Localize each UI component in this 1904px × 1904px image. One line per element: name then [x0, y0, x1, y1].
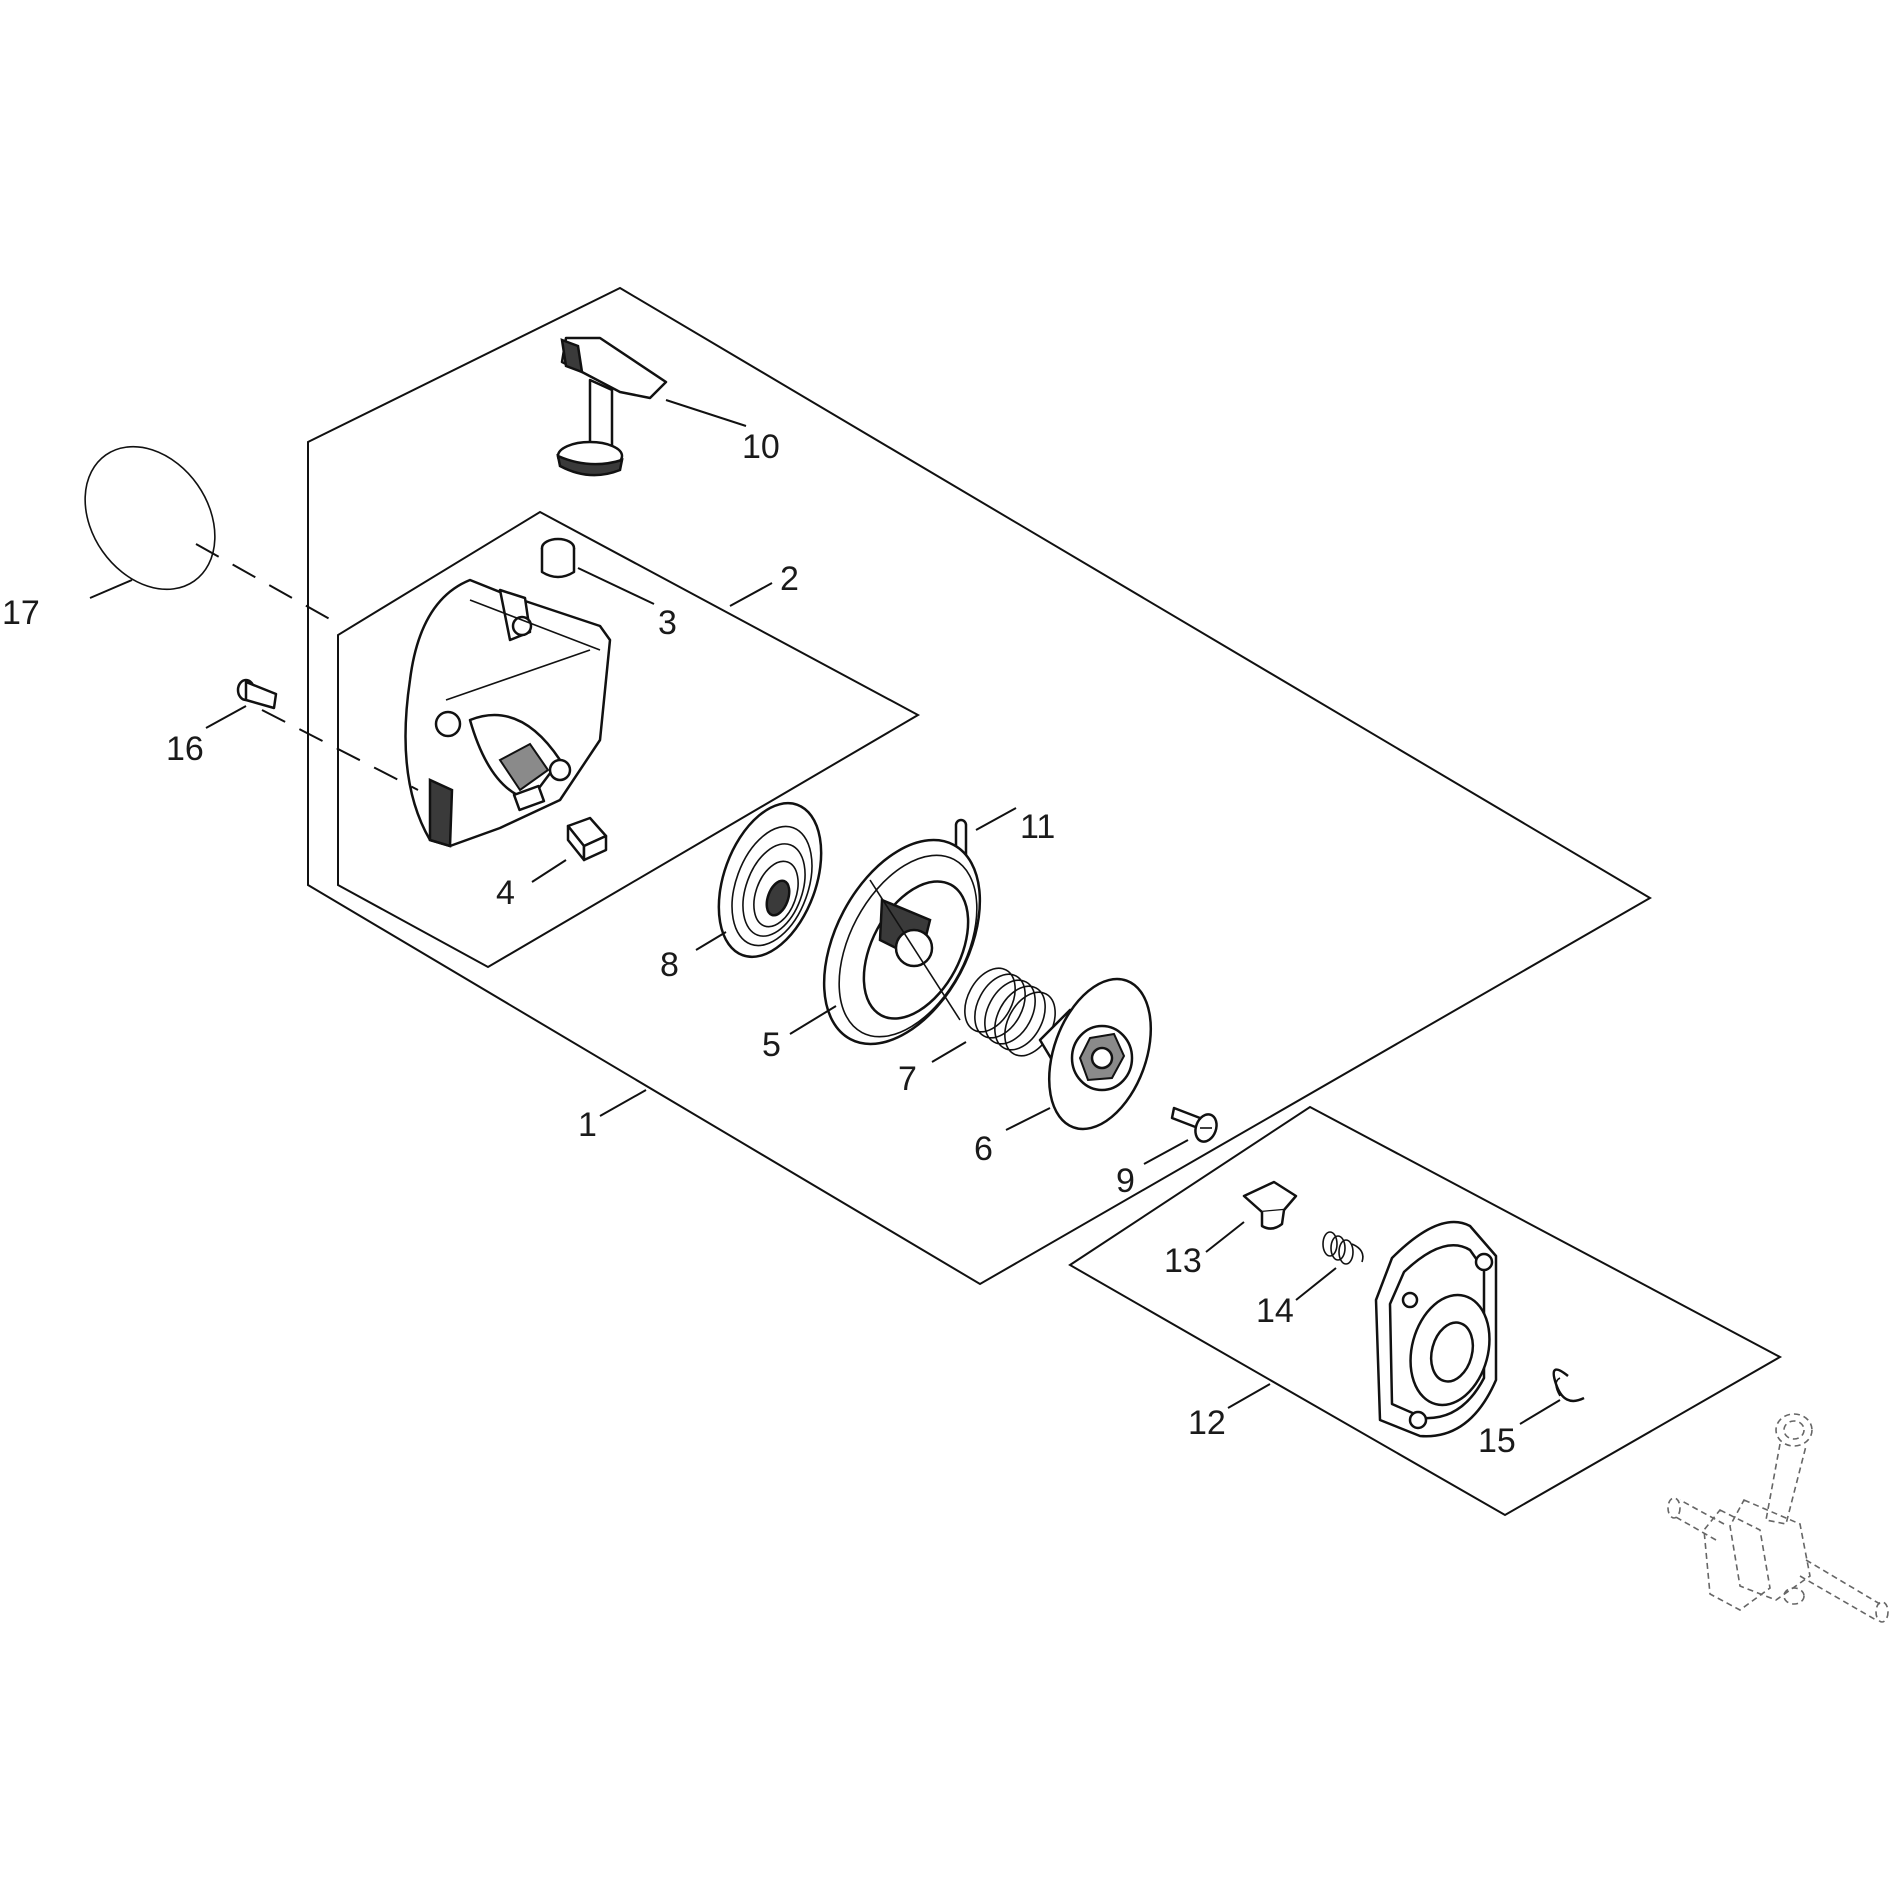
pawl-plate-icon	[1038, 977, 1153, 1131]
recoil-spring-icon	[717, 801, 823, 959]
gasket-ring-icon	[84, 445, 216, 591]
assembly-1-frame	[307, 286, 1652, 1286]
callout-9: 9	[1116, 1162, 1135, 1200]
pulley-icon	[1374, 1220, 1498, 1438]
callout-6: 6	[974, 1130, 993, 1168]
callout-8: 8	[660, 946, 679, 984]
pawl-spring-icon	[1322, 1231, 1364, 1265]
callout-1: 1	[578, 1106, 597, 1144]
e-ring-icon	[1552, 1368, 1585, 1403]
screw-icon	[1170, 1106, 1218, 1143]
callout-17: 17	[2, 594, 40, 632]
starter-case-icon	[404, 578, 612, 848]
rope-reel-icon	[822, 838, 982, 1046]
bushing-icon	[540, 537, 576, 579]
callout-3: 3	[658, 604, 677, 642]
callout-15: 15	[1478, 1422, 1516, 1460]
callout-16: 16	[166, 730, 204, 768]
starter-handle-icon	[556, 336, 668, 477]
callout-10: 10	[742, 428, 780, 466]
callout-5: 5	[762, 1026, 781, 1064]
crankshaft-ghost-icon	[1667, 1413, 1889, 1623]
callout-14: 14	[1256, 1292, 1294, 1330]
assembly-2-frame	[337, 510, 921, 969]
callout-4: 4	[496, 874, 515, 912]
callout-11: 11	[1020, 808, 1055, 846]
callout-7: 7	[898, 1060, 917, 1098]
callout-13: 13	[1164, 1242, 1202, 1280]
callout-2: 2	[780, 560, 799, 598]
callout-12: 12	[1188, 1404, 1226, 1442]
pawl-icon	[1242, 1180, 1298, 1230]
bolt-icon	[236, 678, 278, 710]
assembly-12-frame	[1068, 1105, 1783, 1517]
nut-icon	[566, 816, 608, 862]
